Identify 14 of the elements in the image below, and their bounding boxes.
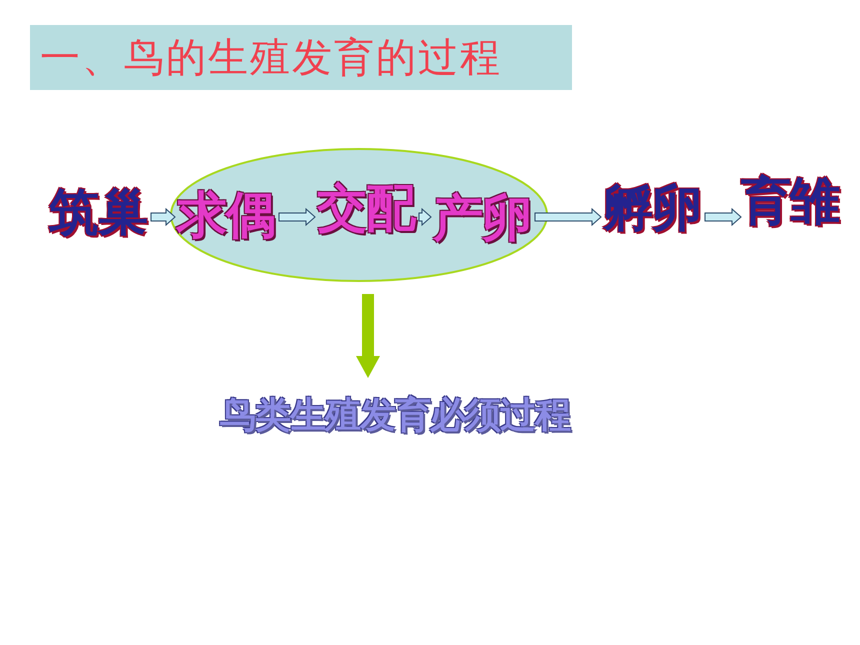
step-label: 产卵 — [433, 188, 531, 249]
step-label: 孵卵 — [603, 178, 701, 238]
block-arrow — [418, 208, 432, 226]
step-label: 鸟类生殖发育必须过程 — [220, 394, 570, 438]
block-arrow — [534, 208, 602, 226]
step-label: 求偶 — [177, 185, 275, 246]
block-arrow — [704, 208, 742, 226]
title-banner: 一、鸟的生殖发育的过程 — [30, 25, 572, 90]
step-label: 育雏 — [741, 170, 839, 232]
block-arrow — [278, 208, 316, 226]
down-arrow — [356, 294, 380, 378]
step-label: 交配 — [317, 178, 415, 238]
block-arrow — [150, 208, 176, 226]
step-label: 筑巢 — [49, 182, 147, 243]
